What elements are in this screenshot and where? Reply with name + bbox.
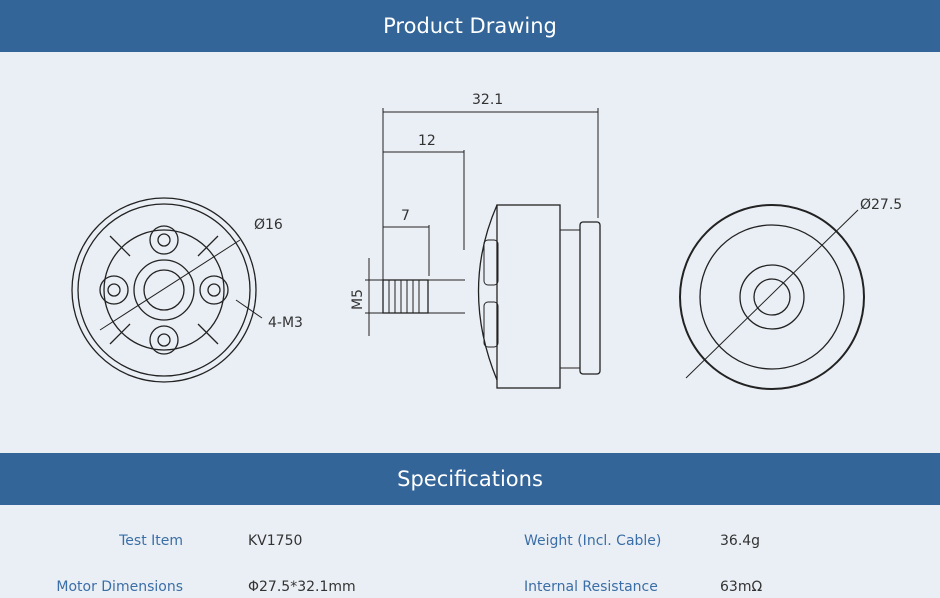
dim-thread: 7 — [401, 208, 410, 224]
spec-value: 36.4g — [720, 533, 761, 549]
spec-value: KV1750 — [248, 533, 303, 549]
section-title: Specifications — [397, 467, 543, 491]
dim-thread-size: M5 — [350, 289, 366, 310]
spec-label: Test Item — [119, 533, 183, 549]
product-drawing-header: Product Drawing — [0, 0, 940, 52]
motor-top-view — [679, 204, 865, 390]
dim-shaft: 12 — [418, 133, 436, 149]
spec-label: Weight (Incl. Cable) — [524, 533, 662, 549]
dim-mount: Ø16 — [254, 217, 283, 233]
motor-bottom-view — [71, 197, 263, 383]
spec-value: 63mΩ — [720, 579, 763, 595]
dim-diameter: Ø27.5 — [860, 197, 902, 213]
motor-side-view — [365, 108, 601, 389]
spec-value: Φ27.5*32.1mm — [248, 579, 356, 595]
section-title: Product Drawing — [383, 14, 557, 38]
dim-total: 32.1 — [472, 92, 503, 108]
specifications-header: Specifications — [0, 453, 940, 505]
spec-label: Internal Resistance — [524, 579, 658, 595]
spec-label: Motor Dimensions — [56, 579, 183, 595]
product-drawing: Ø16 4-M3 32.1 12 7 M5 Ø27.5 — [71, 92, 902, 390]
dim-holes: 4-M3 — [268, 315, 303, 331]
